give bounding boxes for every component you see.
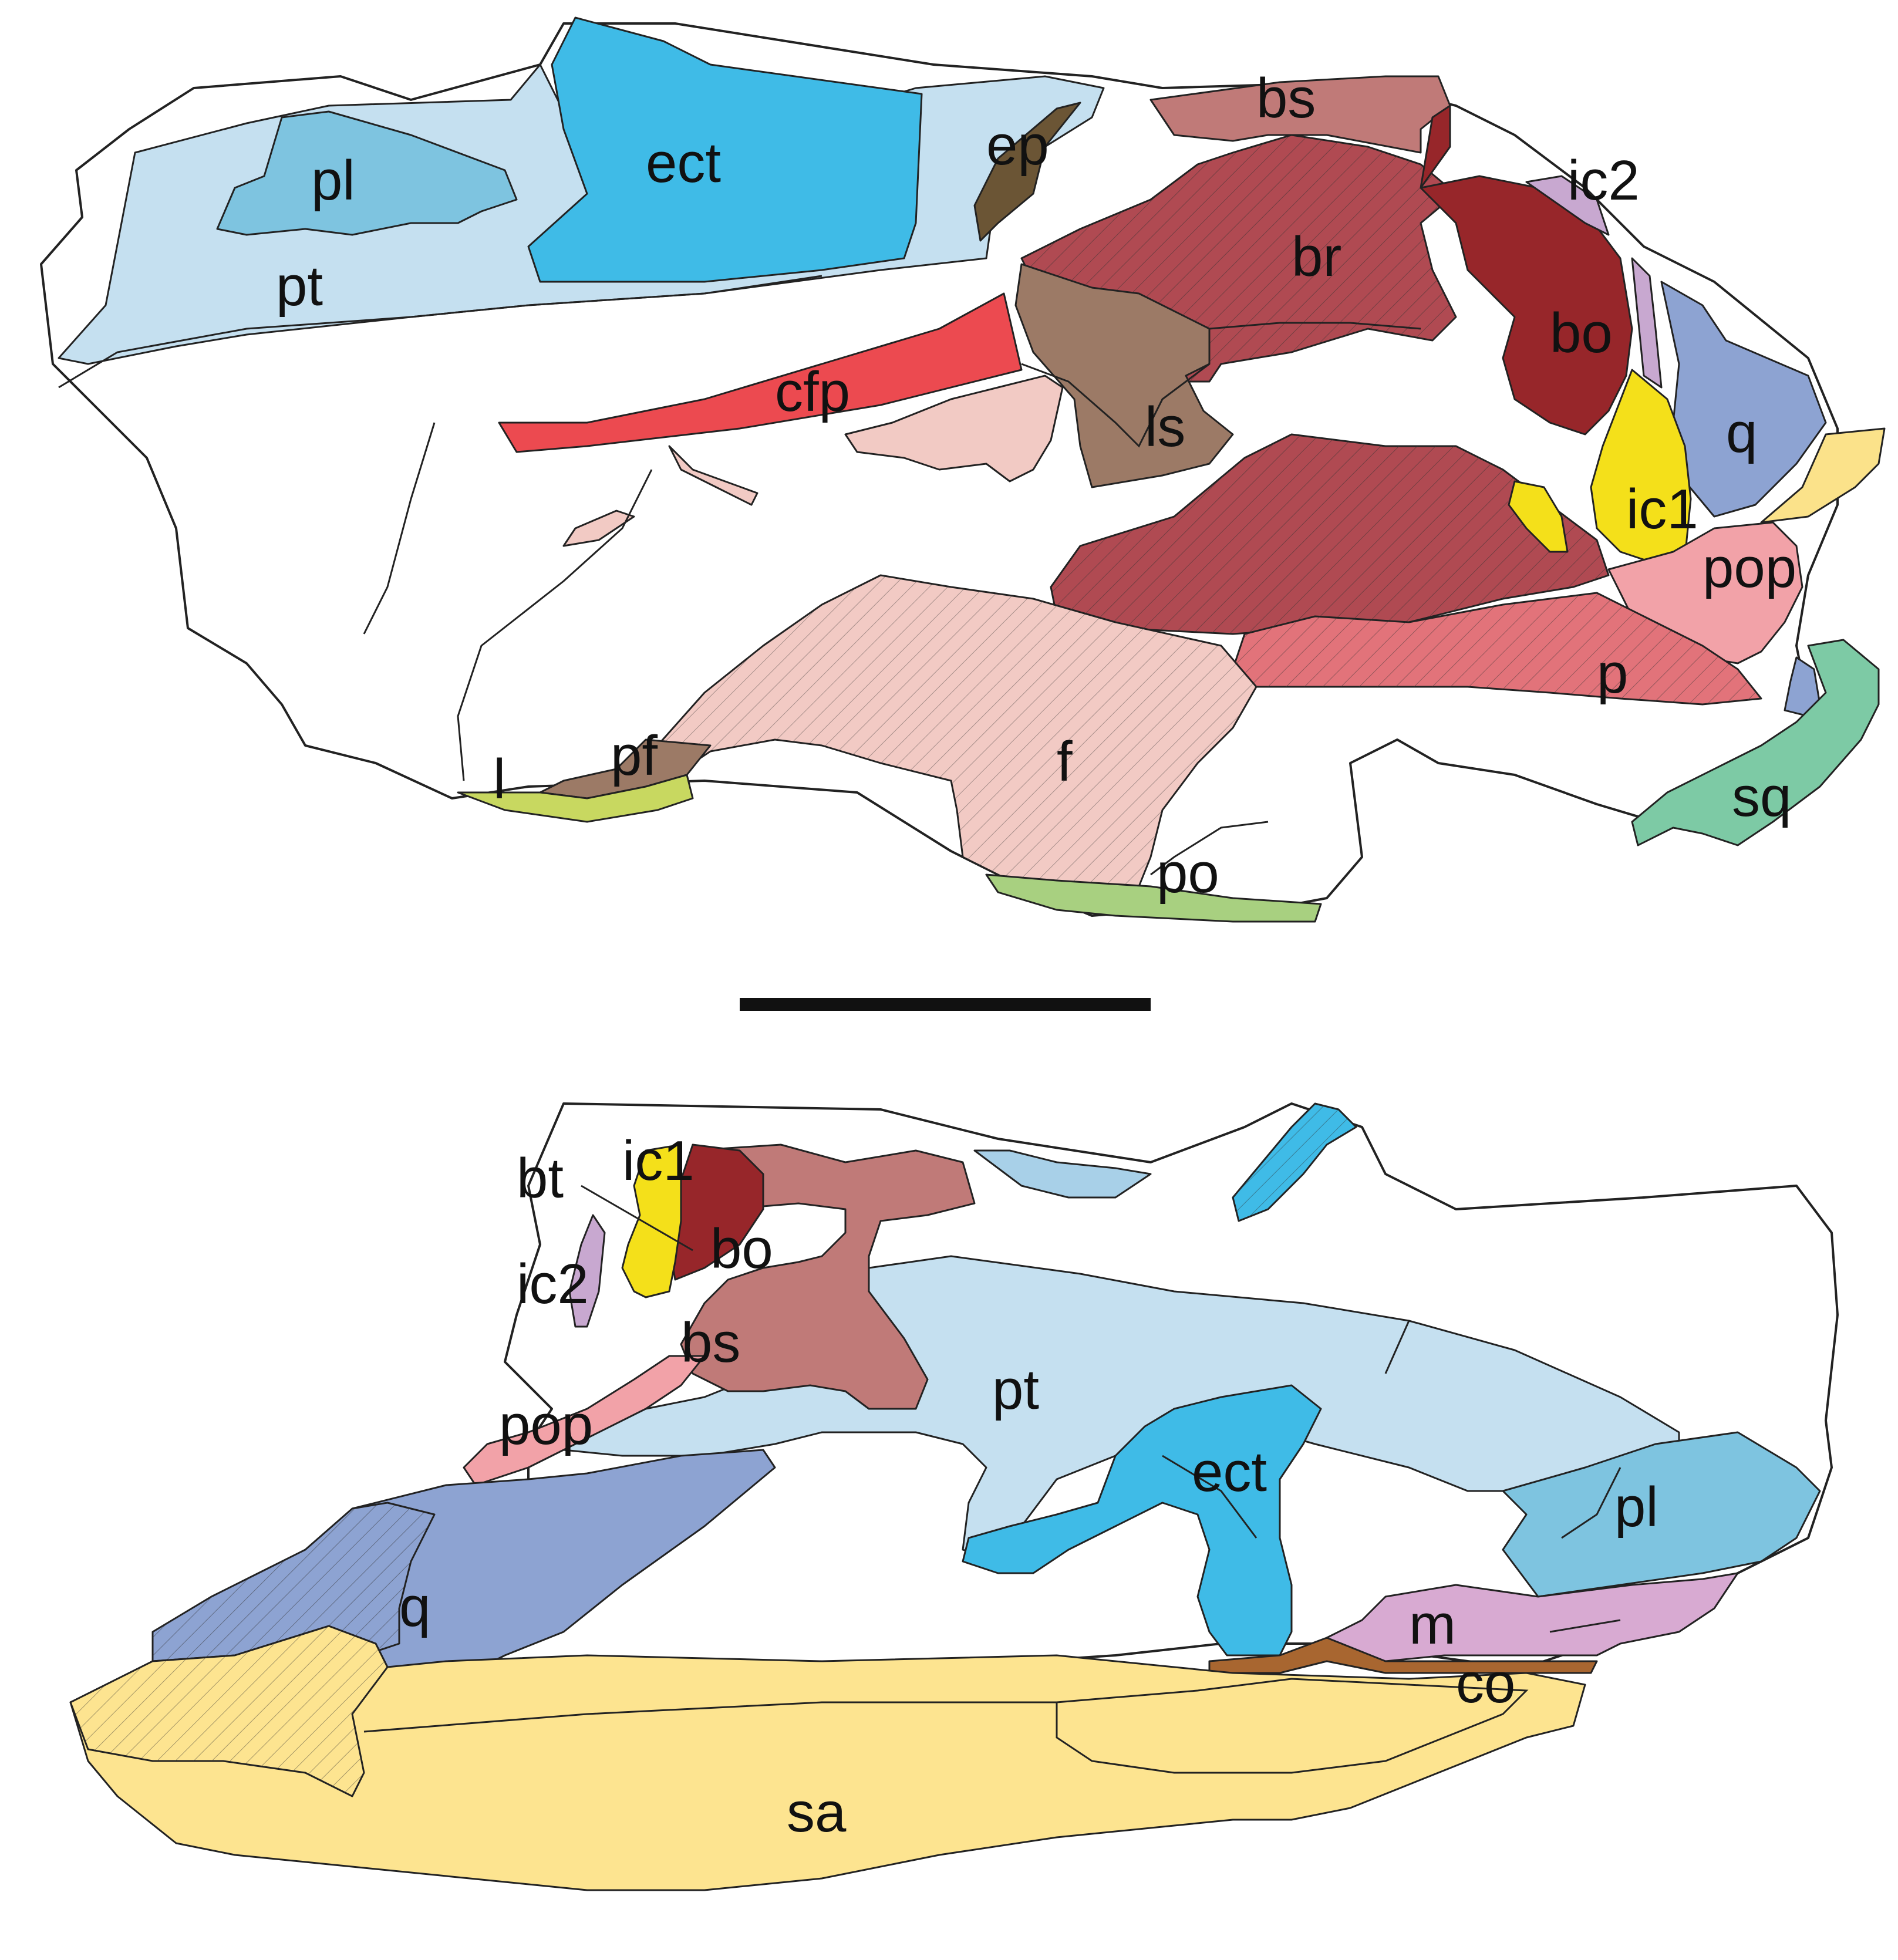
lower-label-ect: ect	[1192, 1441, 1267, 1503]
lower-label-pt: pt	[992, 1358, 1039, 1421]
upper-label-p: p	[1597, 642, 1628, 705]
scale-bar	[740, 998, 1151, 1011]
lower-surangular-bone	[69, 1625, 1586, 1891]
upper-postorbital-bone	[985, 873, 1322, 923]
upper-label-ic2: ic2	[1567, 149, 1640, 212]
upper-intercalar2-bone	[1525, 175, 1663, 389]
upper-intercalar1-small-bone	[1508, 480, 1569, 553]
upper-crack-line-6	[1150, 821, 1269, 876]
lower-surangular-hatch	[70, 1626, 387, 1796]
lower-surangular-matrix-window	[1056, 1678, 1529, 1774]
lower-ectopterygoid-bone	[962, 1384, 1322, 1657]
upper-frontal-hatch	[658, 575, 1256, 886]
upper-label-ect: ect	[646, 131, 721, 194]
lower-suture-line-3	[1384, 1320, 1410, 1374]
upper-label-bo: bo	[1550, 302, 1613, 365]
upper-prootic-region-hatch	[1051, 434, 1609, 634]
lower-label-pop: pop	[499, 1394, 593, 1456]
lower-label-bt: bt	[517, 1147, 564, 1210]
upper-crack-line-1	[58, 275, 822, 389]
lower-suture-line-1	[363, 1701, 1057, 1733]
upper-ectopterygoid-bone	[527, 16, 923, 283]
upper-crack-line-4	[1021, 363, 1210, 448]
lower-label-bs: bs	[681, 1311, 740, 1374]
upper-crack-line-2	[363, 422, 436, 635]
lower-pterygoid-fragment	[973, 1149, 1152, 1199]
lower-label-co: co	[1456, 1652, 1515, 1715]
upper-basioccipital-bone	[1420, 104, 1633, 436]
upper-label-q: q	[1726, 402, 1757, 464]
upper-skull-panel: pl pt ect ep bs ic2 br bo q cfp ls ic1 p…	[40, 16, 1886, 923]
lower-label-ic1: ic1	[622, 1129, 695, 1192]
upper-pale-fragment-3	[562, 510, 635, 547]
upper-label-ic1: ic1	[1626, 478, 1698, 541]
lower-palatine-bone	[1502, 1431, 1821, 1598]
upper-crack-line-3	[457, 469, 653, 781]
upper-label-cfp: cfp	[775, 360, 850, 423]
upper-crack-line-5	[1209, 322, 1421, 330]
lower-suture-line-4	[1162, 1455, 1258, 1539]
lower-label-ic2: ic2	[517, 1253, 589, 1315]
upper-basisphenoid-bone	[1149, 75, 1451, 154]
upper-label-pl: pl	[311, 149, 355, 212]
upper-label-pop: pop	[1703, 537, 1796, 599]
lower-label-sa: sa	[787, 1781, 847, 1844]
upper-pale-fragment-2	[668, 445, 758, 506]
lower-suture-line-5	[1561, 1467, 1621, 1539]
upper-label-ep: ep	[986, 114, 1049, 177]
upper-label-f: f	[1057, 730, 1073, 793]
upper-quadratojugal-bone	[1760, 427, 1886, 524]
lower-basisphenoid-bone	[680, 1143, 976, 1410]
lower-label-m: m	[1409, 1593, 1456, 1656]
upper-label-ls: ls	[1145, 396, 1185, 458]
upper-pale-fragment-1	[844, 375, 1064, 483]
upper-label-bs: bs	[1256, 67, 1316, 130]
upper-label-pf: pf	[611, 724, 658, 787]
lower-label-pl: pl	[1614, 1476, 1658, 1539]
upper-label-sq: sq	[1732, 765, 1791, 828]
upper-quadrate-bone	[1660, 281, 1827, 518]
lower-ectopterygoid-fragment-1-hatch	[1233, 1104, 1356, 1221]
lower-intercalar1-bone	[621, 1143, 682, 1298]
upper-parietal-hatch	[1233, 593, 1761, 704]
lower-label-bo: bo	[710, 1217, 773, 1280]
upper-palatine-bone	[216, 110, 518, 236]
lower-label-q: q	[399, 1576, 430, 1638]
upper-lacrimal-bone	[457, 774, 694, 823]
lower-suture-line-6	[1549, 1619, 1621, 1633]
lower-intercalar2-bone	[568, 1214, 606, 1328]
lower-coronoid-bone	[1208, 1637, 1598, 1674]
lower-suture-line-2	[581, 1185, 693, 1251]
upper-label-l: l	[493, 748, 505, 811]
upper-label-pt: pt	[276, 255, 323, 318]
upper-squamosal-bone	[1631, 639, 1880, 846]
upper-label-po: po	[1157, 842, 1219, 905]
lower-skull-panel: bt ic1 bo ic2 bs pt pop ect pl q m co sa	[69, 1102, 1839, 1891]
upper-label-br: br	[1292, 225, 1341, 288]
upper-cfp-bone	[498, 292, 1023, 453]
upper-epipterygoid-bone	[973, 102, 1081, 242]
